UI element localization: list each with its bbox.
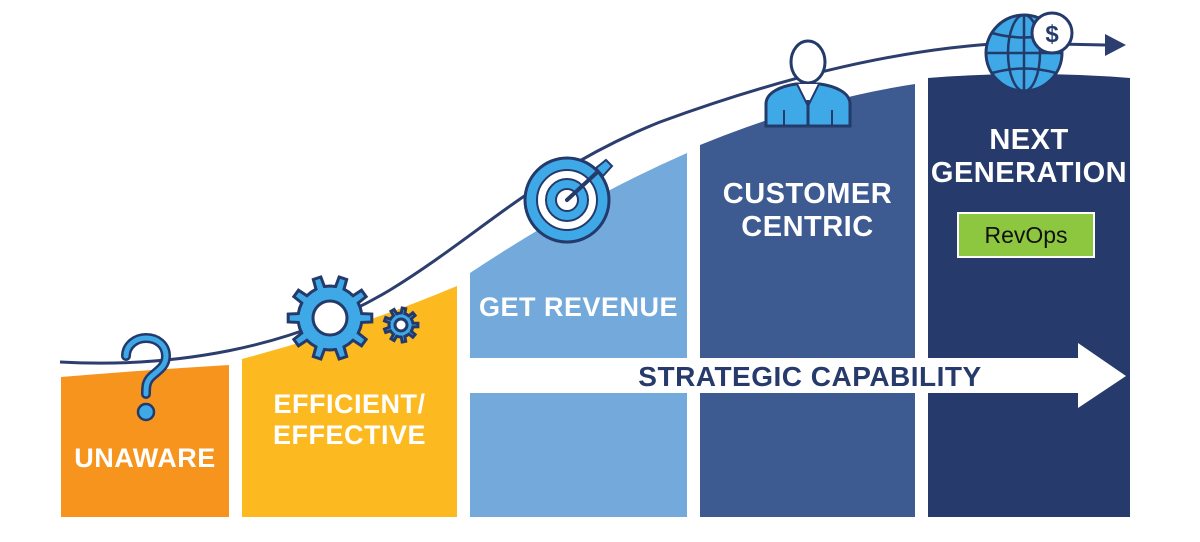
curve-arrowhead	[1105, 34, 1126, 56]
stage-label-efficient: EFFICIENT/ EFFECTIVE	[272, 389, 426, 451]
stage-label-revenue: GET REVENUE	[478, 292, 679, 322]
stage-label-nextgen: NEXT GENERATION	[930, 124, 1128, 190]
question-mark-icon	[121, 332, 172, 422]
person-icon	[764, 39, 852, 128]
stage-label-unaware: UNAWARE	[74, 443, 216, 473]
svg-text:$: $	[1045, 21, 1059, 48]
target-icon	[523, 156, 614, 244]
globe-dollar-icon: $	[984, 11, 1074, 93]
stage-label-customer: CUSTOMER CENTRIC	[722, 178, 893, 244]
strategic-capability-arrow	[470, 343, 1126, 408]
stage-column-revenue	[470, 153, 687, 517]
revops-badge: RevOps	[957, 212, 1095, 258]
gears-icon	[286, 275, 420, 361]
gear-large-hole	[311, 299, 349, 337]
stage-column-customer	[700, 84, 915, 517]
gear-small-hole	[393, 317, 409, 333]
strategic-capability-label: STRATEGIC CAPABILITY	[638, 361, 982, 392]
stage-column-unaware	[61, 365, 229, 517]
stage-column-efficient	[242, 286, 457, 517]
